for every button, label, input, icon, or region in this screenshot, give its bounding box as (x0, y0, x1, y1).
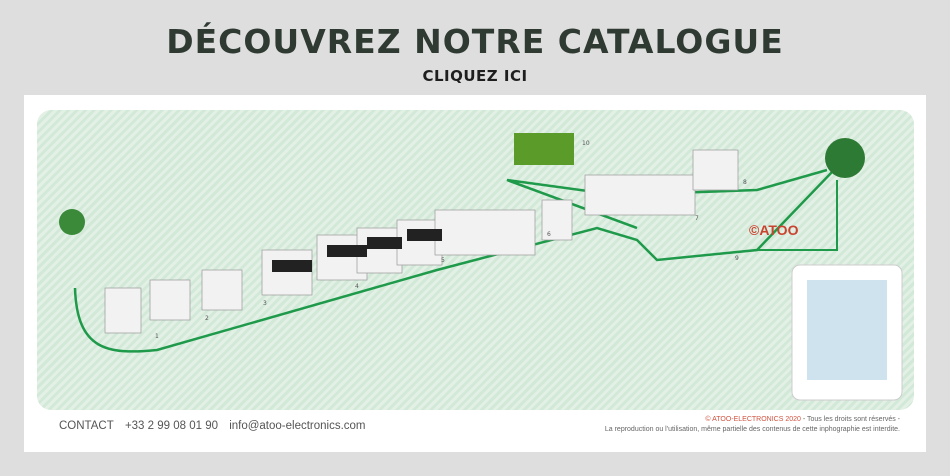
step-number: 7 (695, 215, 699, 222)
infographic-banner[interactable]: 1 2 3 4 5 6 7 8 9 10 ©ATOO CONTACT +33 2 99 08 … (24, 95, 926, 452)
atoo-logo: ©ATOO (749, 222, 799, 238)
flow-line (73, 171, 833, 353)
copyright-rest: - Tous les droits sont réservés - (800, 416, 900, 423)
catalogue-link[interactable]: CLIQUEZ ICI (422, 67, 528, 85)
step-number: 4 (355, 283, 359, 290)
step-number: 10 (582, 140, 590, 147)
phone-number[interactable]: +33 2 99 08 01 90 (124, 420, 218, 432)
step-number: 6 (547, 231, 551, 238)
step-number: 9 (735, 255, 739, 262)
step-number: 5 (441, 257, 445, 264)
pcb-input-icon (59, 209, 85, 235)
production-line-illustration: 1 2 3 4 5 6 7 8 9 10 (59, 133, 903, 401)
email-address[interactable]: info@atoo-electronics.com (229, 420, 366, 432)
contact-label: CONTACT (59, 420, 114, 432)
flow-line-inspection (757, 180, 838, 251)
machines (104, 149, 739, 334)
contact-info: CONTACT +33 2 99 08 01 90 info@atoo-elec… (59, 420, 374, 432)
copyright-notice: © ATOO-ELECTRONICS 2020 - Tous les droit… (605, 415, 900, 435)
production-line-infographic: 1 2 3 4 5 6 7 8 9 10 ©ATOO (37, 110, 914, 410)
step-number: 1 (155, 333, 159, 340)
step-number: 8 (743, 179, 747, 186)
pcb-closeup (514, 133, 574, 165)
copyright-brand: © ATOO-ELECTRONICS 2020 (705, 416, 801, 423)
step-number: 3 (263, 300, 267, 307)
reproduction-notice: La reproduction ou l'utilisation, même p… (604, 426, 900, 433)
pcb-output-icon (825, 138, 865, 178)
step-number: 2 (205, 315, 209, 322)
page-title: DÉCOUVREZ NOTRE CATALOGUE (166, 22, 784, 61)
